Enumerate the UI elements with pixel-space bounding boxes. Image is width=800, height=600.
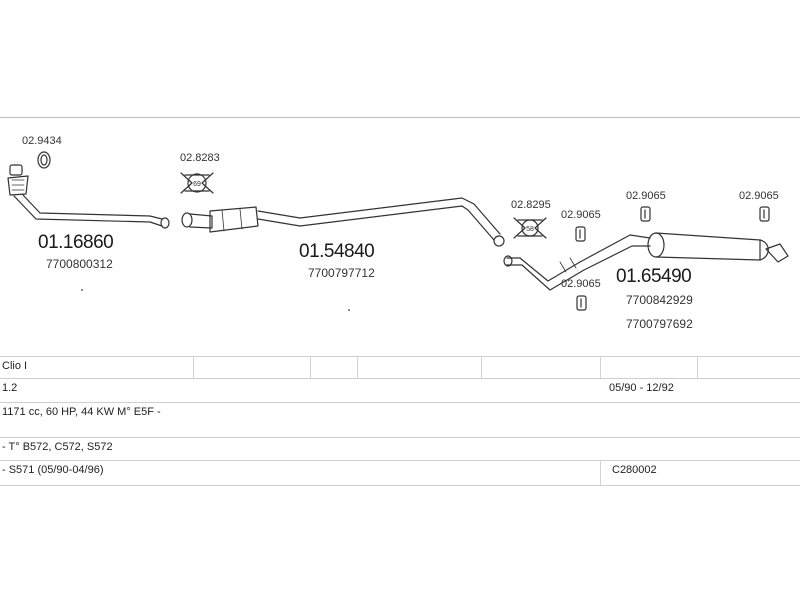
column-divider [310, 357, 311, 379]
rear-silencer-part[interactable] [503, 232, 789, 291]
types-cell: - T° B572, C572, S572 [2, 441, 113, 453]
gasket-02-8295-badge: 58 [526, 226, 534, 233]
front-pipe-part[interactable] [7, 164, 170, 229]
variant-cell: - S571 (05/90-04/96) [2, 464, 104, 476]
gasket-02-8283-icon[interactable] [180, 172, 214, 194]
gasket-02-8295-icon[interactable] [513, 217, 547, 239]
fitting-label-02-9434: 02.9434 [22, 135, 62, 147]
top-border-line [0, 117, 800, 118]
fitting-label-02-9065: 02.9065 [561, 278, 601, 290]
fitting-label-02-8283: 02.8283 [180, 152, 220, 164]
model-cell: Clio I [2, 360, 28, 372]
part-number-3[interactable]: 01.65490 [616, 266, 692, 287]
column-divider [357, 357, 358, 379]
oem-number-3a: 7700842929 [626, 293, 693, 307]
exhaust-diagram: 69 58 [7, 151, 789, 311]
middle-silencer-part[interactable] [181, 197, 505, 247]
dot-mark [81, 289, 83, 291]
period-cell: 05/90 - 12/92 [609, 382, 674, 394]
engine-cell: 1.2 [2, 382, 18, 394]
clamp-02-9434-icon[interactable] [37, 151, 51, 169]
column-divider [697, 357, 698, 379]
part-number-1[interactable]: 01.16860 [38, 232, 114, 253]
table-row-model: Clio I [0, 356, 800, 379]
table-row-spec: 1171 cc, 60 HP, 44 KW M° E5F - [0, 402, 800, 425]
hanger-02-9065-icon-1[interactable] [575, 226, 586, 242]
column-divider [481, 357, 482, 379]
table-row-variant: - S571 (05/90-04/96) C280002 [0, 460, 800, 486]
column-divider [600, 461, 601, 485]
spec-cell: 1171 cc, 60 HP, 44 KW M° E5F - [2, 406, 161, 418]
part-number-2[interactable]: 01.54840 [299, 241, 375, 262]
table-row-types: - T° B572, C572, S572 [0, 437, 800, 460]
oem-number-1: 7700800312 [46, 257, 113, 271]
code-cell: C280002 [612, 464, 657, 476]
fitting-label-02-8295: 02.8295 [511, 199, 551, 211]
table-row-engine: 1.2 05/90 - 12/92 [0, 378, 800, 401]
oem-number-2: 7700797712 [308, 266, 375, 280]
dot-mark [348, 309, 350, 311]
column-divider [193, 357, 194, 379]
hanger-02-9065-icon-2[interactable] [640, 206, 651, 222]
column-divider [600, 357, 601, 379]
oem-number-3b: 7700797692 [626, 317, 693, 331]
fitting-label-02-9065: 02.9065 [626, 190, 666, 202]
hanger-02-9065-icon-4[interactable] [576, 295, 587, 311]
fitting-label-02-9065: 02.9065 [561, 209, 601, 221]
fitting-label-02-9065: 02.9065 [739, 190, 779, 202]
gasket-02-8283-badge: 69 [193, 181, 201, 188]
hanger-02-9065-icon-3[interactable] [759, 206, 770, 222]
